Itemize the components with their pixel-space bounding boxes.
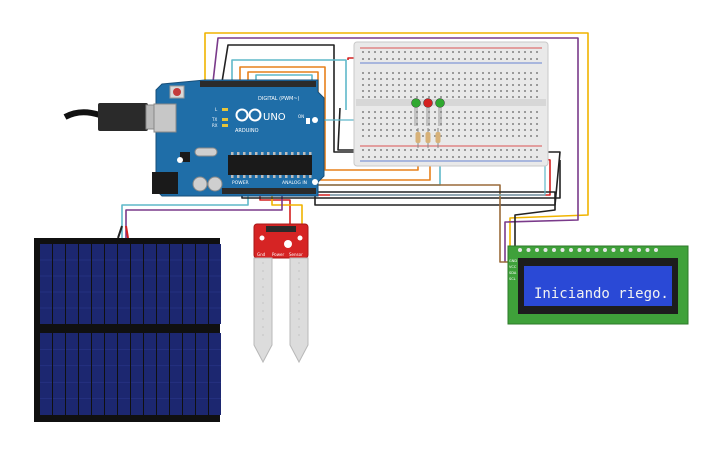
wire-purple-sensor [125,188,283,240]
breadboard [353,41,549,167]
lcd-pin-sda: SDA [509,271,517,275]
lcd-pin-vcc: VCC [509,265,517,269]
wire-cyan-1 [231,59,347,110]
solar-lead-black [117,225,123,239]
atmega-chip [228,155,312,175]
soil-mount-hole-1 [259,235,265,241]
resistor-3 [435,128,441,148]
power-analog-header [222,188,316,194]
mount-hole-1 [312,117,318,123]
lcd-pin-gnd: GND [509,259,517,263]
soil-pin-label-gnd: Gnd [257,252,266,257]
solar-lead-red [125,225,129,239]
lcd-display: Iniciando riego. GND VCC SDA SCL [507,245,689,325]
power-jack [152,172,178,194]
digital-header [200,81,316,87]
analog-header-label: ANALOG IN [282,180,307,186]
capacitor-1 [192,176,208,192]
on-label: ON [298,114,304,119]
mount-hole-2 [177,157,183,163]
wire-black-rail [337,107,356,151]
lcd-message: Iniciando riego. [534,286,669,302]
led-red [423,98,433,126]
wire-yellow-top [204,32,589,255]
soil-pin-label-sensor: Sensor [289,252,303,257]
lcd-top-pins [518,248,658,252]
led-label-l: L [215,107,218,112]
breadboard-center-channel [356,99,546,106]
lcd-screen [524,266,672,306]
usb-chip [180,152,190,162]
led-label-tx: TX [211,117,217,122]
model-label: UNO [263,112,286,123]
soil-mount-hole-2 [297,235,303,241]
led-green [411,98,421,126]
solar-cells [40,244,221,415]
digital-header-label: DIGITAL (PWM~) [258,96,300,102]
lcd-pin-scl: SCL [509,277,516,281]
arduino-logo-icon [235,108,262,122]
soil-moisture-sensor: Gnd Power Sensor [253,223,309,364]
led-green [435,98,445,126]
soil-sensor-board [253,223,309,259]
capacitor-2 [207,176,223,192]
led-label-rx: RX [212,123,218,128]
usb-socket [153,103,177,133]
arduino-uno: DIGITAL (PWM~) POWER ANALOG IN ARDUINO U… [152,79,325,197]
atmega-chip-pins [231,152,312,178]
brand-label: ARDUINO [235,128,259,134]
lcd-pin-labels: GND VCC SDA SCL [509,259,517,281]
breadboard-leds [411,98,445,126]
mount-hole-3 [312,179,318,185]
crystal [194,147,218,157]
wire-purple-top [212,37,579,262]
usb-cable-wire [63,109,101,120]
soil-pin-label-power: Power [272,252,284,257]
power-header-label: POWER [232,180,249,186]
resistor-1 [415,128,421,148]
resistor-2 [425,128,431,148]
solar-panel [34,225,221,422]
wire-brown-lcd [289,184,510,263]
usb-cable-plug [98,103,148,131]
soil-sensor-header [266,226,296,232]
onboard-leds: L TX RX ON [211,107,310,128]
